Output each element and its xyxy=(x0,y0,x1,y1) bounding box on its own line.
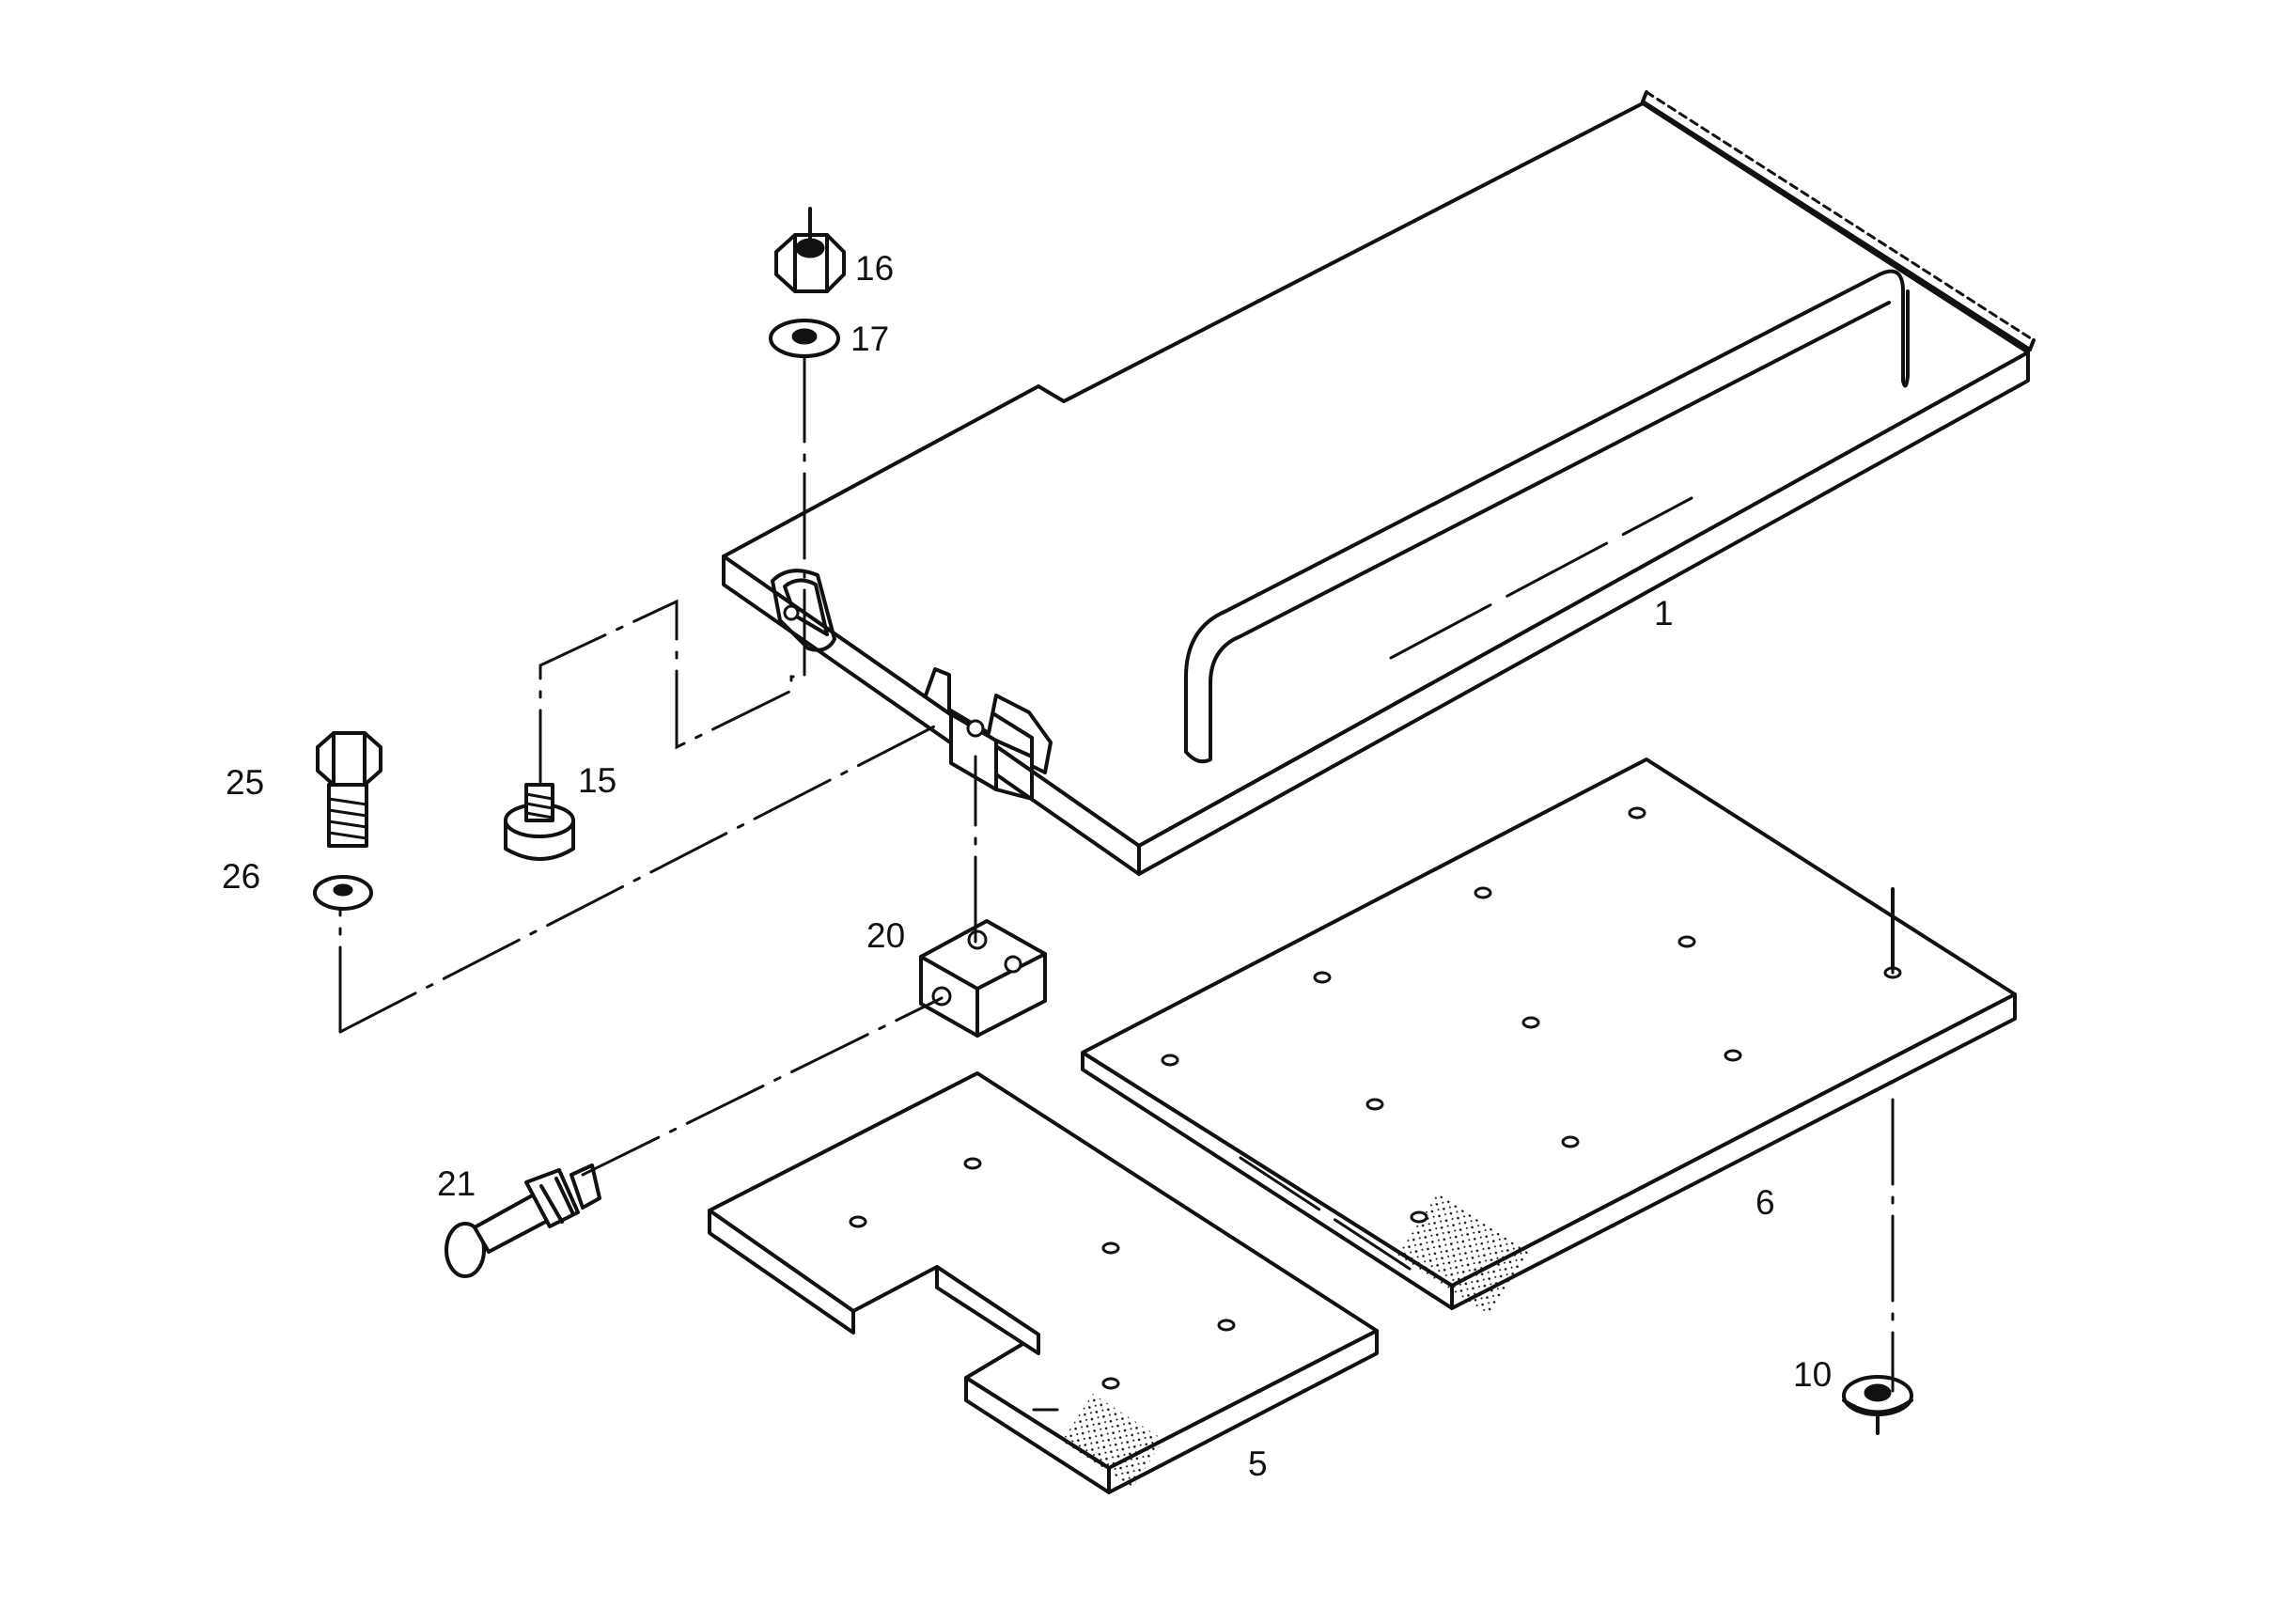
label-part-15: 15 xyxy=(578,761,616,800)
plate-large xyxy=(1081,757,2017,1317)
hex-bolt xyxy=(316,731,382,848)
part-labels: 1 5 6 10 15 16 17 20 21 25 26 xyxy=(222,249,1832,1483)
label-part-20: 20 xyxy=(866,916,905,955)
label-part-21: 21 xyxy=(437,1164,476,1203)
block-part xyxy=(919,919,1047,1038)
label-part-10: 10 xyxy=(1793,1355,1832,1394)
label-part-16: 16 xyxy=(855,249,894,288)
screw-15 xyxy=(504,783,575,861)
label-part-6: 6 xyxy=(1755,1183,1775,1222)
washer-17 xyxy=(769,319,840,358)
label-part-17: 17 xyxy=(850,320,889,358)
washer-10 xyxy=(1842,1375,1913,1435)
label-part-1: 1 xyxy=(1654,594,1674,632)
bolt-with-collar xyxy=(445,1163,601,1278)
label-part-26: 26 xyxy=(222,857,260,896)
label-part-5: 5 xyxy=(1248,1444,1268,1483)
plate-notched xyxy=(708,1071,1379,1494)
housing-cover xyxy=(722,90,2036,876)
assembly-leader-lines xyxy=(338,355,1895,1393)
washer-26 xyxy=(313,875,373,911)
label-part-25: 25 xyxy=(226,763,264,802)
plate-notched-holes xyxy=(849,1157,1236,1390)
plate-large-holes xyxy=(1161,806,1902,1224)
hex-nut-16 xyxy=(774,207,846,293)
